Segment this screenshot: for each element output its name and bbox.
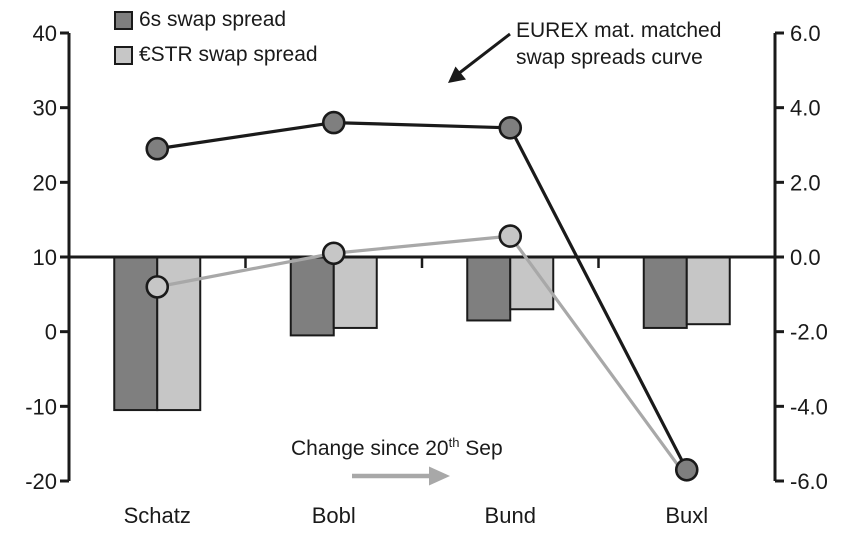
curve-annotation-line1: EUREX mat. matched xyxy=(516,19,722,42)
right-axis-tick-label: 0.0 xyxy=(790,245,821,270)
bar-0-Bobl xyxy=(289,256,335,337)
legend-swatch-dark-icon xyxy=(114,10,133,30)
legend-item-6s: 6s swap spread xyxy=(114,7,318,33)
line-marker-0-Bobl xyxy=(321,241,346,266)
x-axis-label: Schatz xyxy=(124,503,191,528)
left-axis-tick-label: 20 xyxy=(33,170,57,195)
right-axis-tick-label: -6.0 xyxy=(790,469,828,494)
right-axis-tick-label: 4.0 xyxy=(790,96,821,121)
right-axis-tick-label: -2.0 xyxy=(790,320,828,345)
line-series-0 xyxy=(156,234,689,479)
line-marker-1-Buxl xyxy=(674,457,699,482)
bar-1-Buxl xyxy=(685,256,731,326)
curve-annotation: EUREX mat. matched swap spreads curve xyxy=(516,17,721,71)
bar-1-Bobl xyxy=(332,256,378,329)
left-axis-tick-label: 30 xyxy=(33,96,57,121)
legend-label: 6s swap spread xyxy=(139,8,287,31)
right-axis-tick-label: 6.0 xyxy=(790,21,821,46)
curve-annotation-line2: swap spreads curve xyxy=(516,46,703,69)
left-axis-tick-label: 10 xyxy=(33,245,57,270)
bar-0-Bund xyxy=(466,256,512,322)
right-axis-tick-label: -4.0 xyxy=(790,394,828,419)
change-arrow-head-icon xyxy=(429,466,450,486)
bar-0-Buxl xyxy=(642,256,688,329)
line-marker-0-Bund xyxy=(498,224,523,248)
line-series-1 xyxy=(157,120,689,471)
line-marker-1-Bobl xyxy=(321,110,346,135)
legend-item-estr: €STR swap spread xyxy=(114,42,318,68)
legend-label: €STR swap spread xyxy=(139,43,318,66)
line-marker-0-Schatz xyxy=(145,275,170,299)
right-axis-tick-label: 2.0 xyxy=(790,170,821,195)
change-annotation-sup: th xyxy=(448,435,460,450)
left-axis-tick-label: 0 xyxy=(45,320,57,345)
x-axis-label: Bund xyxy=(485,503,536,528)
left-axis-tick-label: -20 xyxy=(25,469,57,494)
left-axis-tick-label: 40 xyxy=(33,21,57,46)
curve-annotation-arrow-head-icon xyxy=(448,66,466,83)
line-marker-1-Bund xyxy=(498,116,523,140)
change-annotation: Change since 20th Sep xyxy=(291,435,503,460)
x-axis-label: Buxl xyxy=(665,503,708,528)
curve-annotation-arrow-shaft xyxy=(457,32,511,76)
line-marker-1-Schatz xyxy=(145,136,170,161)
left-axis-tick-label: -10 xyxy=(25,394,57,419)
chart-legend: 6s swap spread €STR swap spread xyxy=(114,7,318,77)
x-axis-label: Bobl xyxy=(312,503,356,528)
legend-swatch-light-icon xyxy=(114,45,133,65)
